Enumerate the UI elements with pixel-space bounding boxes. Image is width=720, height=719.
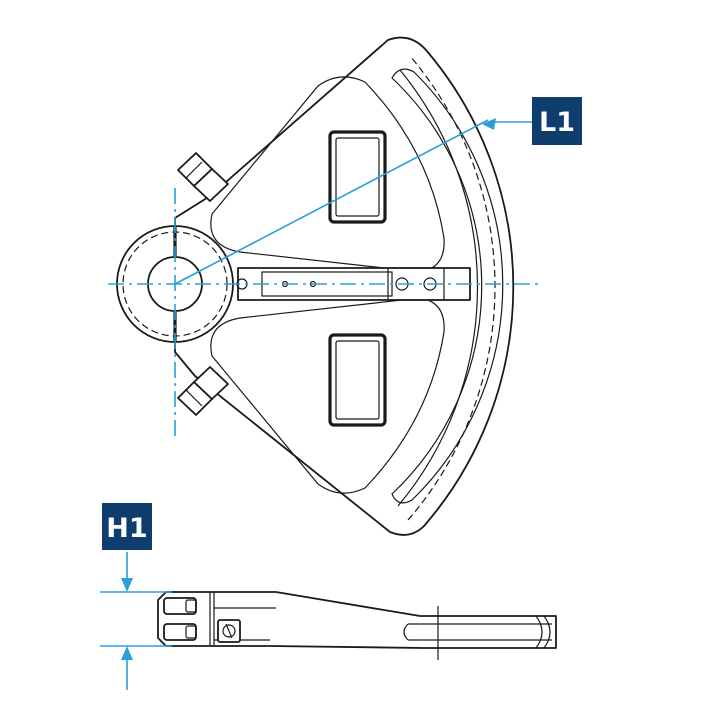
top-view	[108, 36, 540, 536]
h1-label-text: H1	[106, 513, 147, 544]
rim-inner-line	[397, 69, 479, 507]
center-arm-plate	[387, 267, 445, 301]
lower-pocket	[210, 297, 445, 494]
l1-label-text: L1	[539, 107, 575, 138]
l1-label: L1	[532, 97, 582, 145]
upper-pocket	[210, 76, 445, 273]
upper-clamp-bolt	[177, 152, 229, 202]
l1-dimension-line	[174, 119, 489, 285]
lower-window	[328, 333, 387, 427]
side-view	[157, 591, 557, 660]
lower-window-inner	[335, 340, 380, 420]
upper-window	[328, 130, 387, 224]
rim-slot	[391, 68, 504, 504]
h1-label: H1	[102, 503, 152, 550]
l1-arrow-head	[482, 118, 496, 130]
lower-clamp-bolt	[177, 366, 229, 416]
h1-dimension	[100, 552, 172, 690]
